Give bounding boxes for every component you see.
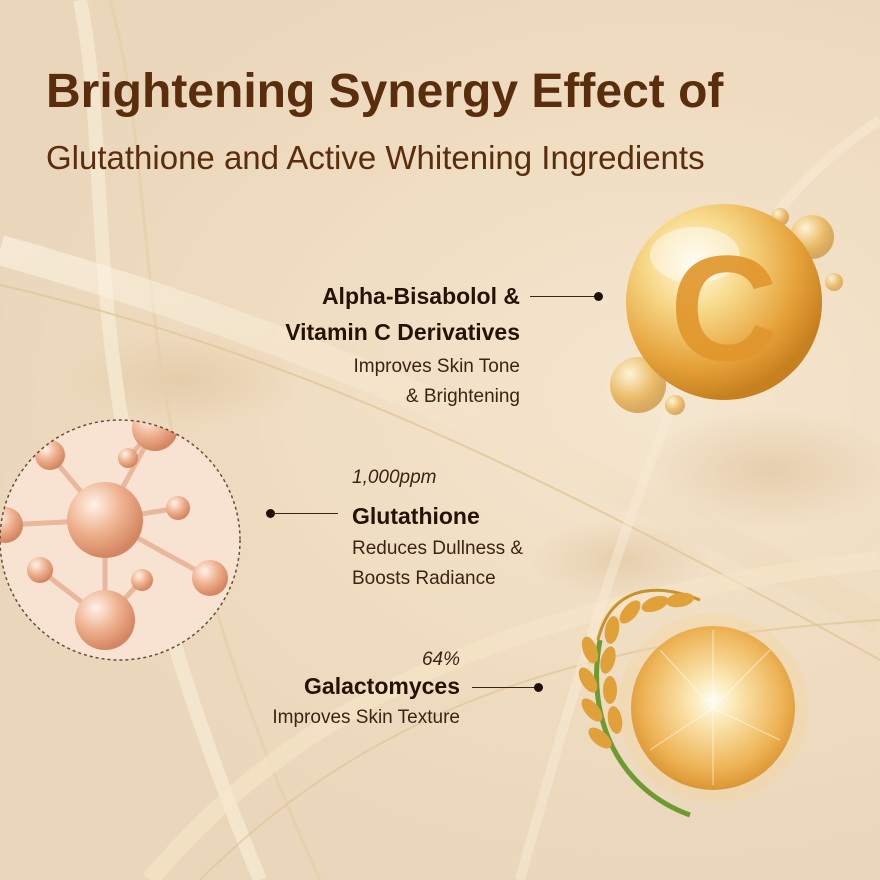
ingredient-2-amount: 1,000ppm bbox=[352, 467, 437, 488]
page-title: Brightening Synergy Effect of bbox=[46, 65, 724, 118]
ingredient-2-desc-line1: Reduces Dullness & bbox=[352, 538, 524, 559]
ingredient-3-leader-dot bbox=[534, 683, 543, 692]
ingredient-3-amount: 64% bbox=[421, 649, 460, 670]
vitamin-c-letter: C bbox=[670, 224, 778, 392]
ingredient-1-desc-line1: Improves Skin Tone bbox=[353, 356, 520, 377]
page-subtitle: Glutathione and Active Whitening Ingredi… bbox=[46, 139, 705, 176]
ingredient-1-leader-line bbox=[530, 296, 596, 297]
ingredient-3-name: Galactomyces bbox=[304, 673, 460, 699]
ingredient-2-name: Glutathione bbox=[352, 503, 480, 529]
ingredient-3-desc: Improves Skin Texture bbox=[272, 707, 460, 728]
ingredient-1-name-line1: Alpha-Bisabolol & bbox=[321, 283, 520, 309]
ingredient-2-leader-line bbox=[272, 513, 338, 514]
ingredient-1-name-line2: Vitamin C Derivatives bbox=[285, 319, 520, 345]
ingredient-3-leader-line bbox=[472, 687, 536, 688]
ingredient-1-desc-line2: & Brightening bbox=[405, 386, 520, 407]
ingredient-2-desc-line2: Boosts Radiance bbox=[352, 568, 496, 589]
ingredient-1-leader-dot bbox=[594, 292, 603, 301]
ingredient-2-leader-dot bbox=[266, 509, 275, 518]
